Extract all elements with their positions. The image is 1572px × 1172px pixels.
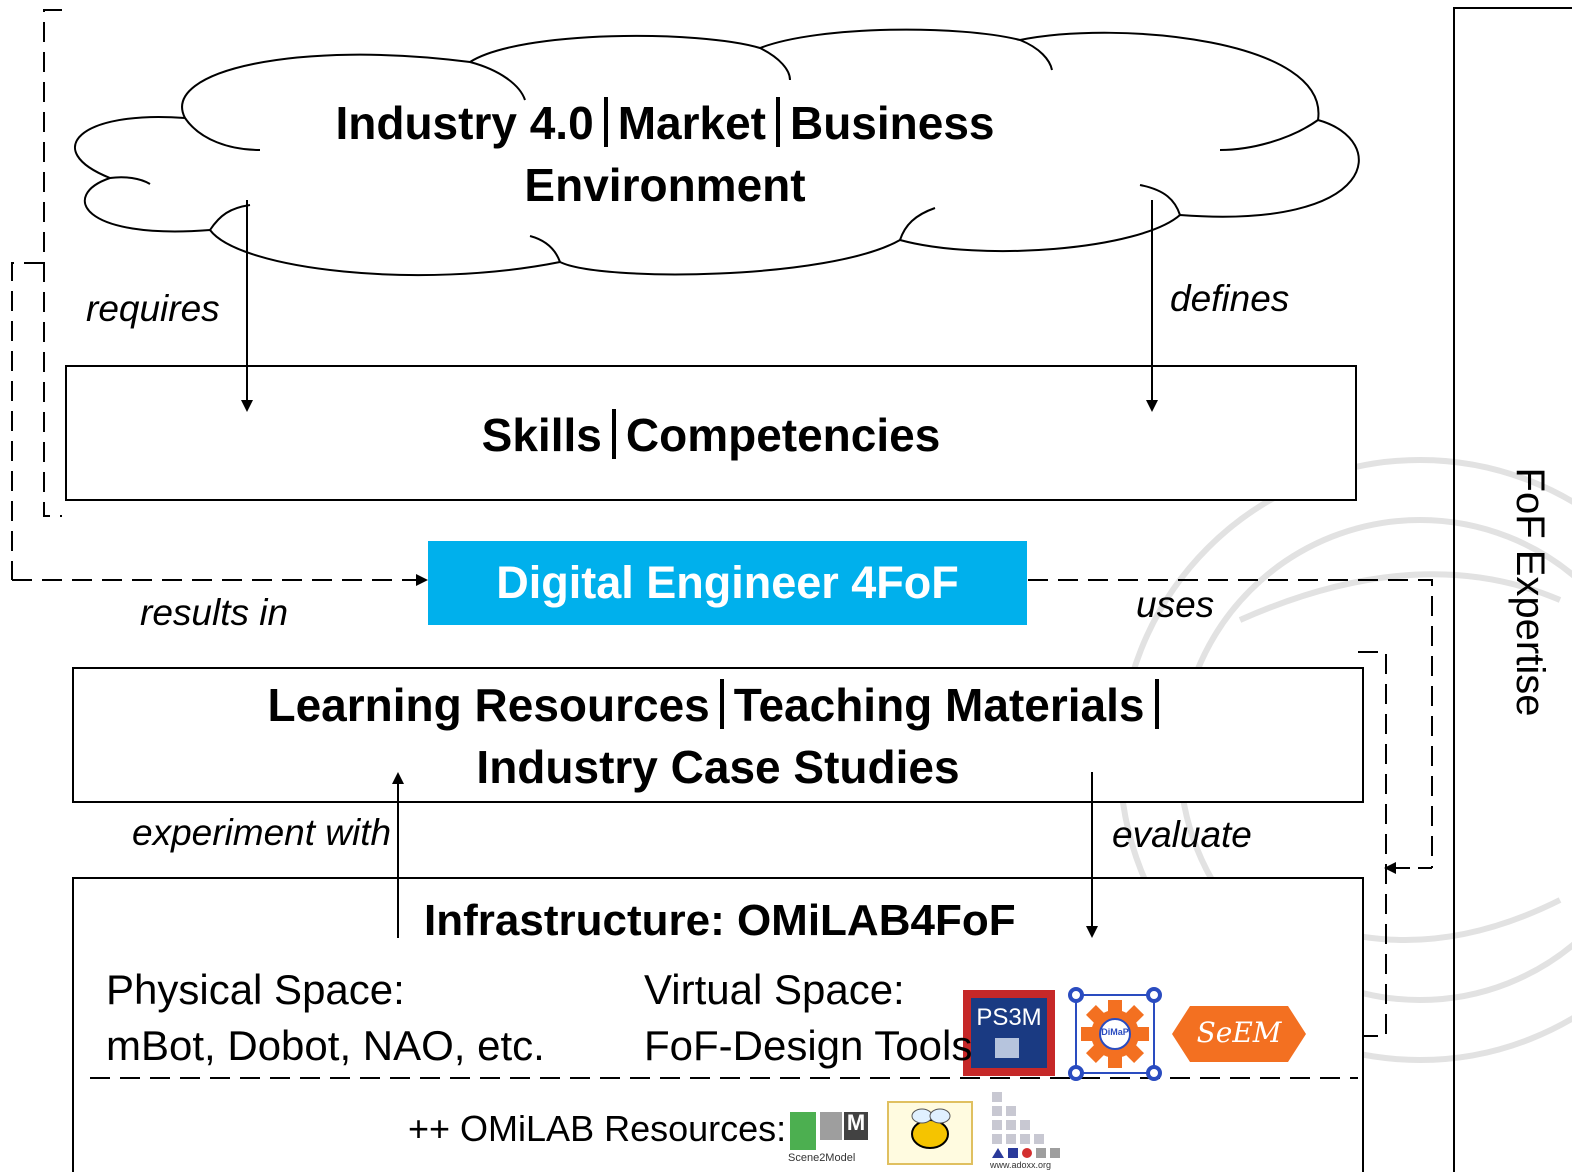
digital-engineer-box: Digital Engineer 4FoF	[428, 541, 1027, 625]
s2m-logo-mark: M	[846, 1110, 866, 1135]
infrastructure-title: Infrastructure: OMiLAB4FoF	[424, 896, 1016, 945]
separator-bar	[1154, 679, 1159, 729]
right-bracket	[1358, 651, 1387, 1037]
virtual-space-items: FoF-Design Tools	[644, 1022, 973, 1069]
outer-left-bracket	[43, 9, 62, 517]
environment-cloud	[74, 28, 1360, 276]
teaching-materials-term: Teaching Materials	[733, 679, 1145, 731]
requires-label: requires	[86, 288, 220, 329]
infrastructure-box	[72, 877, 1364, 1172]
defines-label: defines	[1170, 278, 1290, 319]
adoxx-logo-text: www.adoxx.org	[990, 1160, 1052, 1170]
cloud-term-industry: Industry 4.0	[335, 97, 594, 149]
fof-expertise-text: FoF Expertise	[1508, 467, 1552, 717]
uses-connector	[1028, 579, 1433, 868]
cloud-term-business: Business	[789, 97, 995, 149]
skills-term: Skills	[481, 409, 602, 461]
bee-logo	[887, 1101, 973, 1165]
uses-label: uses	[1136, 584, 1215, 625]
competencies-term: Competencies	[625, 409, 941, 461]
cloud-term-market: Market	[617, 97, 766, 149]
ps3m-logo	[963, 990, 1055, 1076]
omilab-resources-label: ++ OMiLAB Resources:	[408, 1108, 787, 1149]
seem-logo-text: SeEM	[1196, 1016, 1282, 1049]
results-in-label: results in	[140, 592, 289, 633]
skills-title: Skills Competencies	[66, 404, 1356, 466]
cloud-inner-arcs	[109, 39, 1319, 263]
ps3m-logo-text: PS3M	[976, 1004, 1042, 1031]
physical-space-label: Physical Space:	[106, 966, 405, 1013]
separator-bar	[611, 409, 616, 459]
scene2model-logo-text: Scene2Model	[788, 1152, 856, 1164]
learning-title-line1: Learning Resources Teaching Materials	[73, 674, 1363, 736]
learning-title: Learning Resources Teaching Materials Ind…	[73, 674, 1363, 798]
dimap-logo-text: DiMaP	[1101, 1027, 1129, 1037]
cloud-title-line2: Environment	[524, 159, 806, 211]
separator-bar	[775, 97, 780, 147]
scene2model-logo	[790, 1112, 868, 1150]
separator-bar	[603, 97, 608, 147]
inner-left-bracket	[11, 262, 44, 580]
separator-bar	[719, 679, 724, 729]
digital-engineer-label: Digital Engineer 4FoF	[496, 557, 959, 608]
skills-box	[65, 365, 1357, 501]
adoxx-logo	[992, 1092, 1060, 1158]
cloud-title-line1: Industry 4.0 Market Business	[290, 92, 1040, 154]
fof-expertise-panel	[1453, 7, 1572, 1172]
virtual-space-label: Virtual Space:	[644, 966, 905, 1013]
learning-box	[72, 667, 1364, 803]
learning-title-line2: Industry Case Studies	[476, 741, 960, 793]
physical-space-items: mBot, Dobot, NAO, etc.	[106, 1022, 545, 1069]
cloud-title: Industry 4.0 Market Business Environment	[290, 92, 1040, 216]
evaluate-label: evaluate	[1112, 814, 1252, 855]
learning-resources-term: Learning Resources	[267, 679, 710, 731]
experiment-with-label: experiment with	[132, 812, 392, 853]
fof-expertise-label: FoF Expertise	[1508, 452, 1552, 732]
seem-logo	[1172, 1006, 1306, 1062]
